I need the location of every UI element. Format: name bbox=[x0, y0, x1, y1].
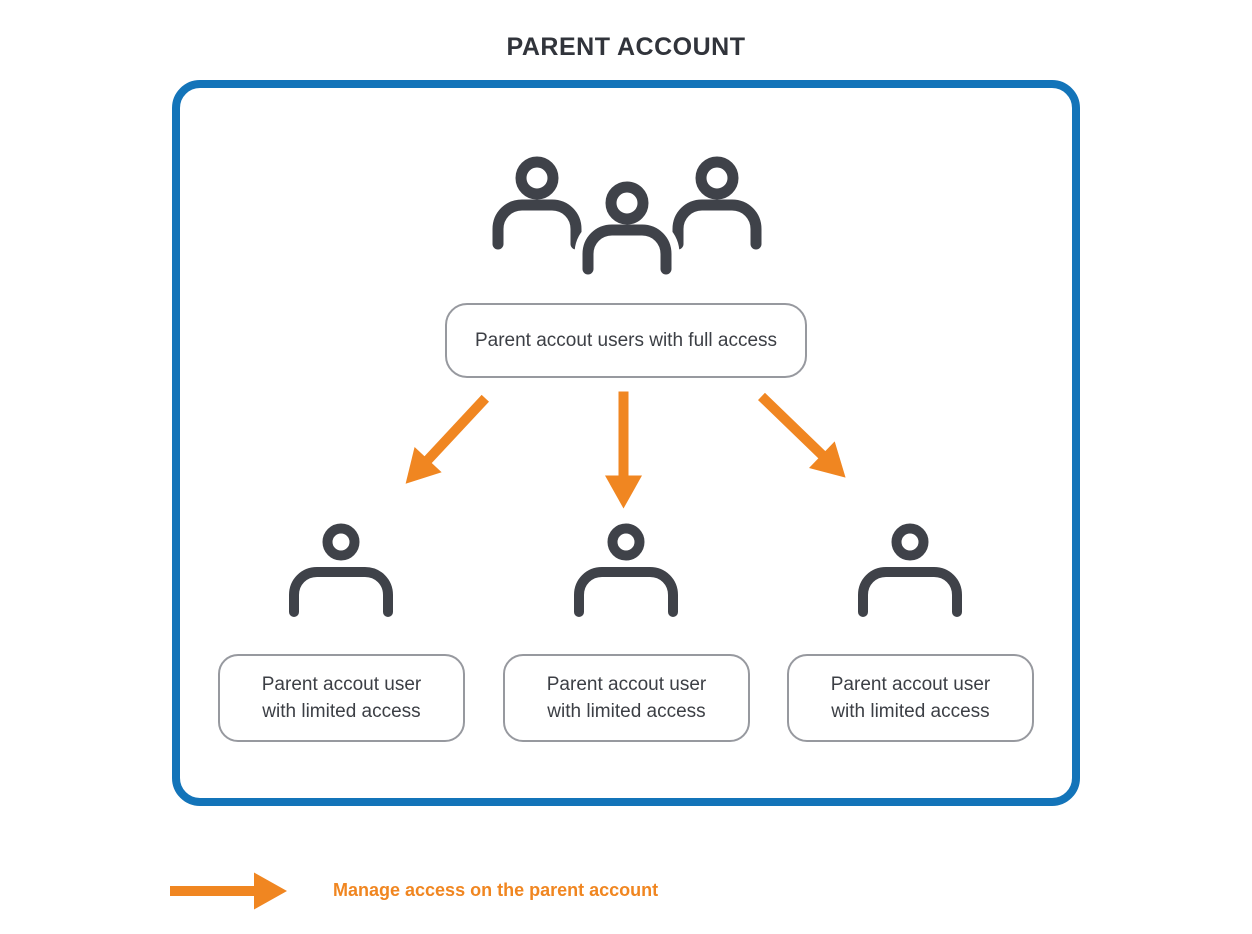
limited-access-label-box: Parent accout user with limited access bbox=[787, 654, 1034, 742]
users-group-icon bbox=[492, 156, 762, 281]
limited-access-label: Parent accout user with limited access bbox=[546, 674, 707, 722]
legend-label: Manage access on the parent account bbox=[333, 880, 659, 900]
limited-access-label-box: Parent accout user with limited access bbox=[503, 654, 750, 742]
arrow-down-icon bbox=[605, 391, 642, 509]
arrow-right-icon bbox=[170, 872, 287, 910]
user-icon bbox=[858, 523, 962, 617]
limited-access-label: Parent accout user with limited access bbox=[261, 674, 422, 722]
arrow-down-left-icon bbox=[405, 394, 490, 484]
user-icon bbox=[574, 523, 678, 617]
user-icon bbox=[582, 181, 672, 275]
user-icon bbox=[672, 156, 762, 250]
full-access-label: Parent accout users with full access bbox=[474, 330, 778, 351]
diagram-title: PARENT ACCOUNT bbox=[506, 33, 746, 61]
user-icon bbox=[289, 523, 393, 617]
full-access-label-box: Parent accout users with full access bbox=[445, 303, 807, 378]
limited-access-label-box: Parent accout user with limited access bbox=[218, 654, 465, 742]
limited-access-label: Parent accout user with limited access bbox=[830, 674, 991, 722]
user-icon bbox=[492, 156, 582, 250]
arrow-down-right-icon bbox=[757, 392, 846, 478]
